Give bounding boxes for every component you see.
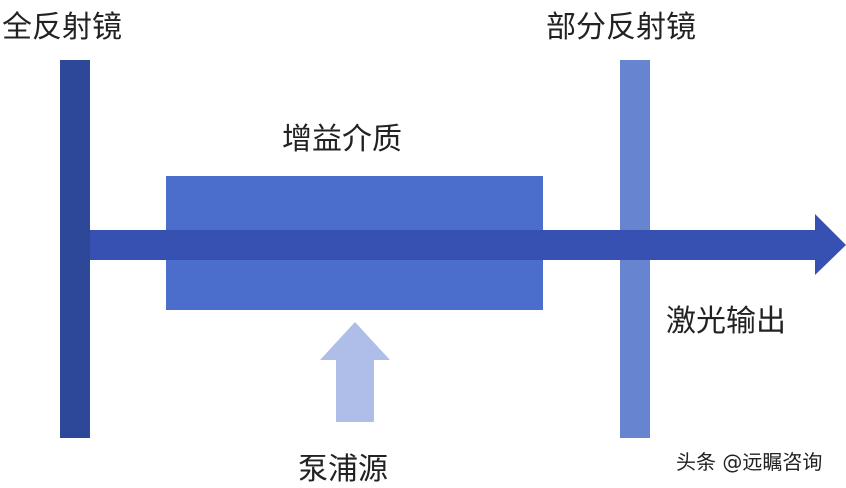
gain-medium-label: 增益介质 <box>282 122 402 157</box>
partial-mirror-label: 部分反射镜 <box>546 10 696 45</box>
watermark: 头条 @远瞩咨询 <box>676 450 823 474</box>
full-mirror <box>60 60 90 438</box>
laser-beam-arrow <box>90 214 846 275</box>
pump-arrow <box>320 322 390 422</box>
laser-output-label: 激光输出 <box>666 304 786 339</box>
pump-source-label: 泵浦源 <box>298 452 388 487</box>
full-mirror-label: 全反射镜 <box>2 10 122 45</box>
